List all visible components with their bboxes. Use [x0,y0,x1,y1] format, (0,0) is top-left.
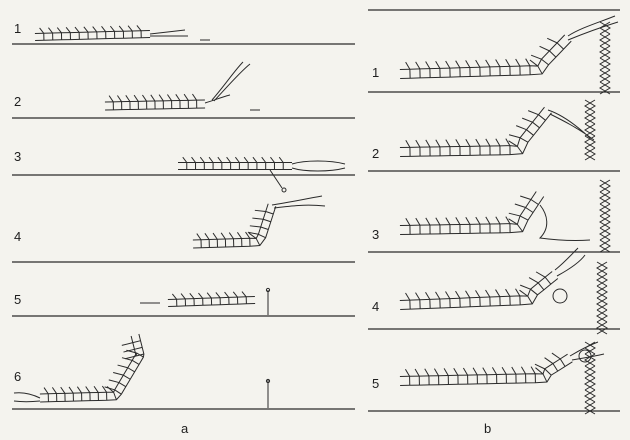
panel-b-label-2: 2 [372,147,379,161]
centipede-b-4 [400,248,585,309]
panel-a-label-4: 4 [14,230,21,244]
centipede-b-1 [400,16,618,78]
stick-b-4 [597,262,607,334]
panel-b-label-3: 3 [372,228,379,242]
centipede-drawings [14,16,618,414]
centipede-a-1 [35,25,210,40]
panel-a-label-1: 1 [14,22,21,36]
centipede-a-5 [140,288,270,315]
panel-b-label-4: 4 [372,300,379,314]
panel-a-label-3: 3 [14,150,21,164]
centipede-b-2 [400,107,594,156]
panel-a-caption: a [181,421,188,436]
panel-a-label-6: 6 [14,370,21,384]
centipede-a-2 [105,62,260,110]
ground-lines [12,10,620,411]
centipede-b-3 [400,192,590,241]
panel-b-label-5: 5 [372,377,379,391]
stick-b-1 [600,22,610,94]
panel-a-label-5: 5 [14,293,21,307]
stick-b-2 [585,100,595,160]
centipede-a-6 [14,334,270,408]
panel-b-label-1: 1 [372,66,379,80]
panel-a-label-2: 2 [14,95,21,109]
panel-b-caption: b [484,421,491,436]
stick-b-3 [600,180,610,252]
centipede-a-4 [193,196,325,248]
centipede-b-5 [400,342,604,385]
